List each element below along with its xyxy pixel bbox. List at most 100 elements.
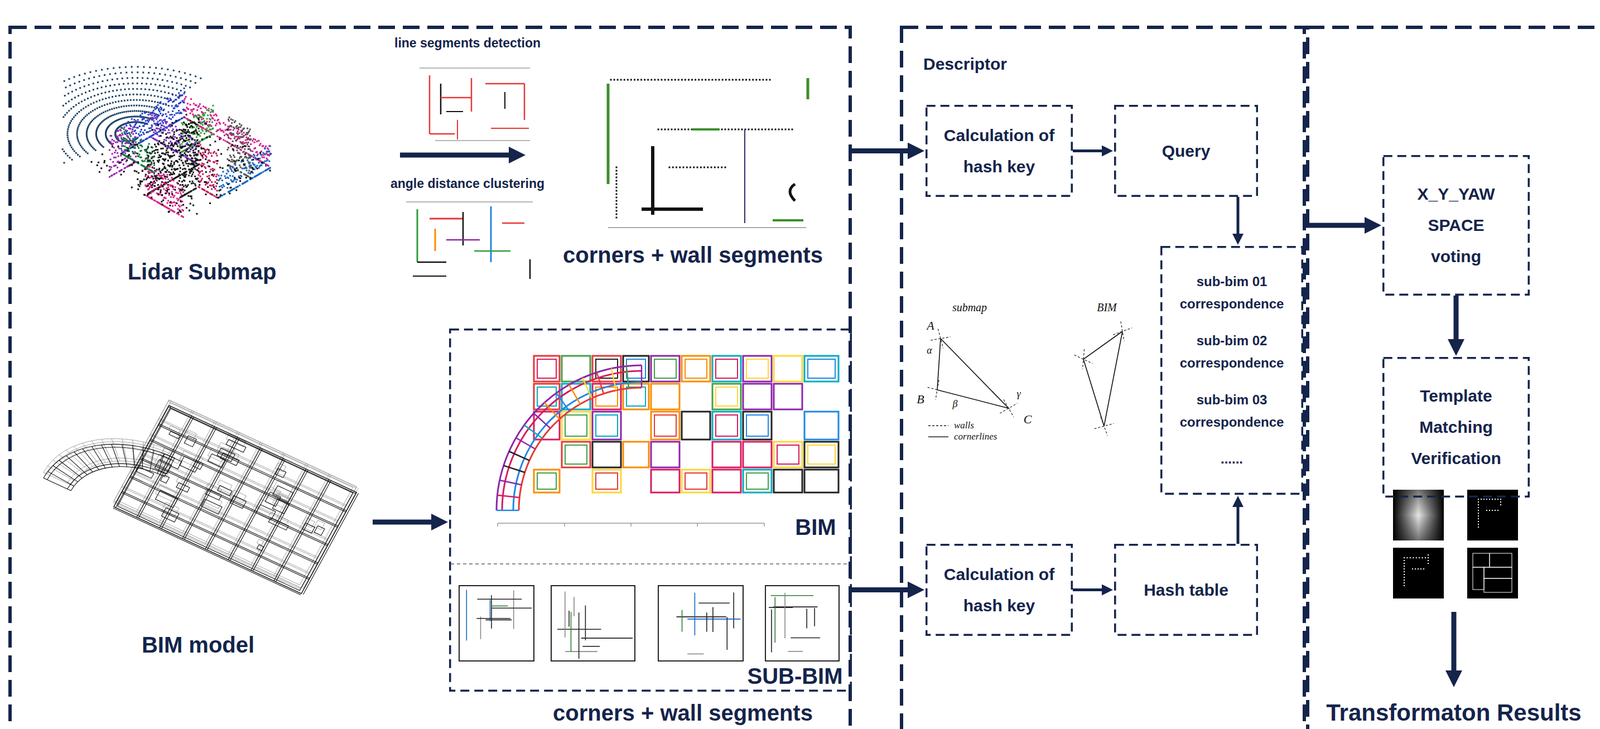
lidar-point-cloud [142,66,145,69]
lidar-point-cloud [61,148,64,151]
lidar-point-cloud [249,155,252,157]
lidar-point-cloud [200,118,203,121]
lidar-point-cloud [156,133,158,136]
lidar-point-cloud [116,161,119,163]
lidar-point-cloud [224,175,226,177]
lidar-point-cloud [189,112,192,115]
lidar-point-cloud [230,165,233,168]
lidar-point-cloud [160,135,162,137]
lidar-point-cloud [92,102,95,104]
lidar-point-cloud [80,120,83,123]
lidar-point-cloud [112,89,114,92]
lidar-point-cloud [159,185,162,187]
lidar-point-cloud [68,109,70,112]
lidar-point-cloud [241,182,244,185]
lidar-point-cloud [164,182,167,185]
lidar-point-cloud [176,208,179,210]
lidar-point-cloud [125,105,128,108]
lidar-point-cloud [216,135,219,138]
lidar-point-cloud [73,76,76,79]
lidar-point-cloud [97,114,99,117]
lidar-point-cloud [157,121,159,123]
lidar-point-cloud [163,85,166,88]
lidar-point-cloud [124,152,127,154]
lidar-point-cloud [182,216,185,219]
lidar-point-cloud [179,205,181,208]
lidar-point-cloud [171,87,174,89]
lidar-point-cloud [135,104,138,107]
lidar-point-cloud [112,102,114,104]
lidar-point-cloud [190,132,193,134]
lidar-point-cloud [169,123,171,126]
lidar-point-cloud [175,94,177,96]
lidar-point-cloud [107,68,109,70]
lidar-point-cloud [118,147,120,150]
lidar-point-cloud [73,150,76,152]
lidar-point-cloud [81,118,84,121]
lidar-point-cloud [218,196,220,199]
lidar-point-cloud [72,105,75,108]
lidar-point-cloud [177,96,180,99]
lidar-point-cloud [129,155,132,158]
lidar-point-cloud [152,112,155,115]
lidar-point-cloud [83,149,86,152]
lidar-point-cloud [189,103,192,106]
lidar-point-cloud [241,167,244,170]
lidar-point-cloud [218,177,221,180]
lidar-point-cloud [70,146,73,149]
lidar-point-cloud [154,129,157,132]
lidar-point-cloud [136,82,139,85]
lidar-point-cloud [109,84,112,87]
lidar-point-cloud [189,150,191,153]
lidar-point-cloud [152,117,154,119]
lidar-point-cloud [136,93,138,96]
lidar-point-cloud [226,176,229,179]
lidar-point-cloud [76,132,79,134]
lidar-point-cloud [85,135,88,138]
lidar-point-cloud [161,147,164,150]
lidar-point-cloud [254,147,257,149]
lidar-point-cloud [222,131,225,133]
lidar-point-cloud [189,163,192,166]
lidar-point-cloud [208,121,211,123]
lidar-point-cloud [147,71,150,74]
lidar-point-cloud [188,123,190,125]
lidar-point-cloud [127,116,130,118]
lidar-point-cloud [111,95,114,98]
lidar-point-cloud [256,165,258,167]
lidar-point-cloud [160,183,163,186]
lidar-point-cloud [167,125,170,128]
lidar-point-cloud [132,133,134,136]
lidar-point-cloud [208,107,210,110]
lidar-point-cloud [137,65,139,68]
lidar-point-cloud [209,111,212,114]
lidar-point-cloud [246,127,249,130]
lidar-point-cloud [76,127,79,129]
lidar-point-cloud [119,140,122,143]
lidar-point-cloud [82,147,84,150]
lidar-point-cloud [246,159,249,162]
lidar-point-cloud [173,167,176,170]
lidar-point-cloud [182,209,185,212]
lidar-point-cloud [234,136,236,138]
lidar-point-cloud [174,136,176,138]
lidar-point-cloud [191,110,194,113]
lidar-point-cloud [193,102,195,105]
lidar-point-cloud [97,93,99,96]
lidar-point-cloud [177,213,180,216]
lidar-point-cloud [132,116,134,118]
lidar-point-cloud [83,79,85,81]
lidar-point-cloud [172,151,175,154]
lidar-point-cloud [266,160,268,162]
lidar-point-cloud [119,112,122,114]
lidar-point-cloud [182,135,185,138]
lidar-point-cloud [251,140,254,142]
lidar-point-cloud [162,129,165,132]
lidar-point-cloud [113,107,115,110]
lidar-point-cloud [122,163,125,166]
lidar-point-cloud [119,147,122,150]
lidar-point-cloud [154,200,157,202]
lidar-point-cloud [141,82,143,85]
lidar-point-cloud [166,169,168,172]
lidar-point-cloud [183,152,186,154]
